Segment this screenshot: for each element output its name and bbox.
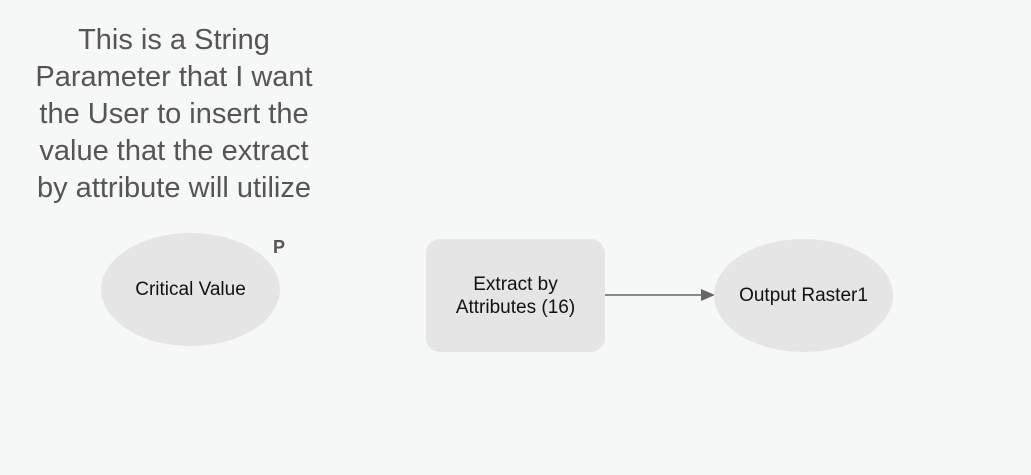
critical-value-label: Critical Value — [135, 279, 246, 300]
extract-by-attributes-label: Extract by Attributes (16) — [455, 273, 576, 318]
extract-by-attributes-node[interactable]: Extract by Attributes (16) — [426, 239, 605, 352]
arrowhead-icon — [701, 289, 715, 301]
critical-value-node[interactable]: Critical Value — [101, 233, 280, 346]
annotation-text: This is a String Parameter that I want t… — [35, 24, 313, 204]
output-raster-label: Output Raster1 — [739, 285, 868, 306]
output-raster-node[interactable]: Output Raster1 — [714, 239, 893, 352]
parameter-marker: P — [273, 237, 286, 257]
